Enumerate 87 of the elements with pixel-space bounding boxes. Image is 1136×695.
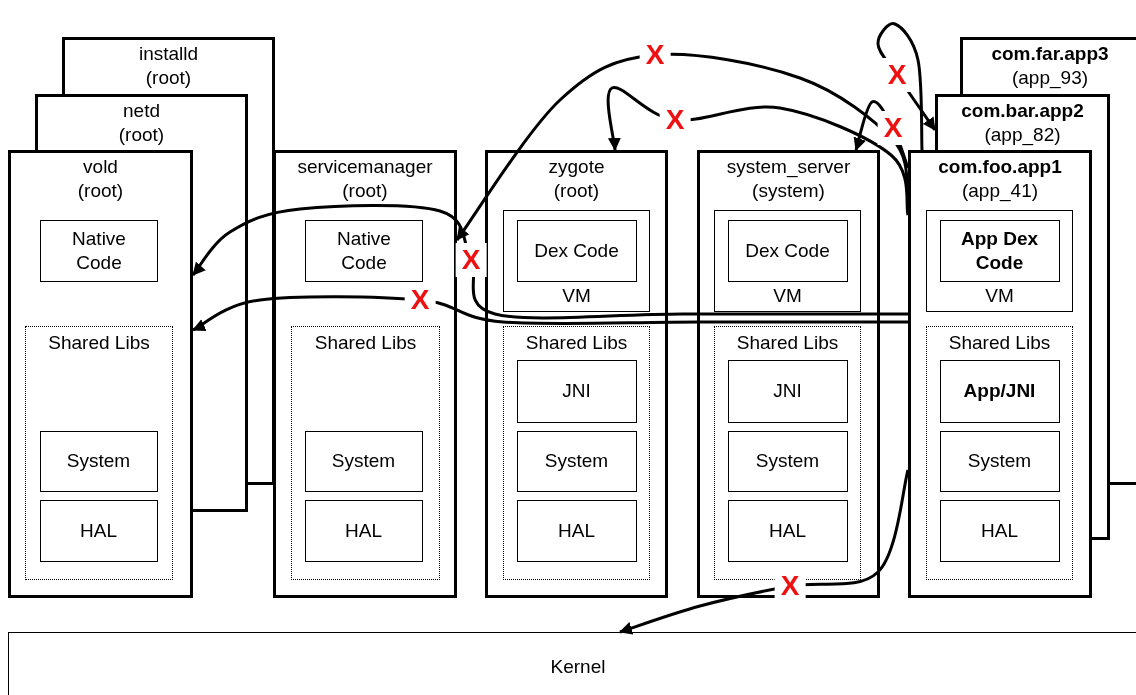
arrow	[191, 204, 908, 320]
box-label: Shared Libs	[525, 331, 628, 355]
box-label: VM	[562, 284, 591, 308]
user-label: (root)	[145, 66, 192, 90]
module-box	[727, 359, 848, 423]
box-label: com.bar.app2	[961, 99, 1084, 123]
module-box	[516, 499, 637, 562]
module-box	[40, 220, 158, 282]
box-label: JNI	[773, 379, 802, 403]
box-label: netd	[123, 99, 160, 123]
edge-label: X	[455, 243, 487, 277]
box-label: System	[544, 449, 609, 473]
process-box	[960, 37, 1136, 94]
library-group	[25, 326, 173, 580]
box-label: com.foo.app1	[938, 155, 1062, 179]
module-box	[939, 499, 1060, 562]
library-group	[503, 326, 650, 580]
module-box	[39, 430, 158, 492]
kernel-box	[8, 632, 1136, 695]
library-group	[926, 326, 1073, 580]
user-label: (root)	[342, 179, 388, 203]
box-label: Shared Libs	[314, 331, 417, 355]
library-group	[291, 326, 440, 580]
module-box	[305, 220, 423, 282]
box-label: zygote	[548, 155, 605, 179]
box-label: Dex Code	[534, 238, 619, 263]
process-box	[273, 150, 457, 598]
module-box	[516, 219, 637, 282]
process-box	[35, 94, 248, 150]
module-box	[304, 430, 423, 492]
user-label: (system)	[752, 179, 825, 203]
module-box	[727, 219, 848, 282]
box-label: HAL	[558, 518, 595, 543]
box-label: servicemanager	[297, 155, 433, 179]
box-label: Native Code	[336, 227, 392, 275]
box-label: HAL	[981, 518, 1018, 543]
box-label: Shared Libs	[948, 331, 1051, 355]
vm-box	[926, 210, 1073, 312]
box-label: installd	[138, 42, 199, 66]
user-label: (app_41)	[961, 179, 1039, 203]
box-label: Native Code	[71, 227, 127, 275]
box-label: Shared Libs	[48, 331, 150, 355]
box-label: system_server	[726, 155, 851, 179]
box-label: HAL	[769, 518, 806, 543]
module-box	[939, 359, 1060, 423]
box-label: App Dex Code	[959, 226, 1040, 275]
module-box	[304, 499, 423, 562]
box-label: System	[331, 449, 396, 473]
user-label: (root)	[118, 123, 165, 147]
process-box	[62, 37, 275, 94]
user-label: (app_82)	[984, 123, 1061, 147]
box-label: HAL	[80, 518, 117, 543]
process-box	[935, 94, 1110, 150]
edge-label: X	[881, 58, 913, 92]
process-box	[697, 150, 880, 598]
box-label: Dex Code	[745, 238, 830, 263]
module-box	[939, 430, 1060, 492]
arrow	[606, 86, 910, 216]
arrow	[455, 52, 910, 241]
box-label: vold	[83, 155, 118, 179]
box-label: Shared Libs	[736, 331, 839, 355]
box-label: VM	[773, 284, 802, 308]
process-box	[485, 150, 668, 598]
box-label: App/JNI	[963, 379, 1036, 403]
user-label: (root)	[553, 179, 600, 203]
module-box	[727, 499, 848, 562]
box-label: com.far.app3	[991, 42, 1109, 66]
box-label: Kernel	[550, 655, 606, 679]
arrow	[192, 295, 908, 332]
module-box	[516, 430, 637, 492]
vm-box	[503, 210, 650, 312]
box-label: System	[755, 449, 820, 473]
user-label: (app_93)	[1011, 66, 1089, 90]
user-label: (root)	[77, 179, 124, 203]
box-label: VM	[985, 284, 1014, 308]
box-label: System	[967, 449, 1032, 473]
box-label: JNI	[562, 379, 591, 403]
process-box	[8, 150, 193, 598]
module-box	[939, 219, 1060, 282]
vm-box	[714, 210, 861, 312]
box-label: System	[66, 449, 131, 473]
module-box	[39, 499, 158, 562]
module-box	[727, 430, 848, 492]
process-box	[908, 150, 1092, 598]
arrow	[619, 469, 910, 635]
module-box	[516, 359, 637, 423]
box-label: HAL	[345, 518, 382, 543]
